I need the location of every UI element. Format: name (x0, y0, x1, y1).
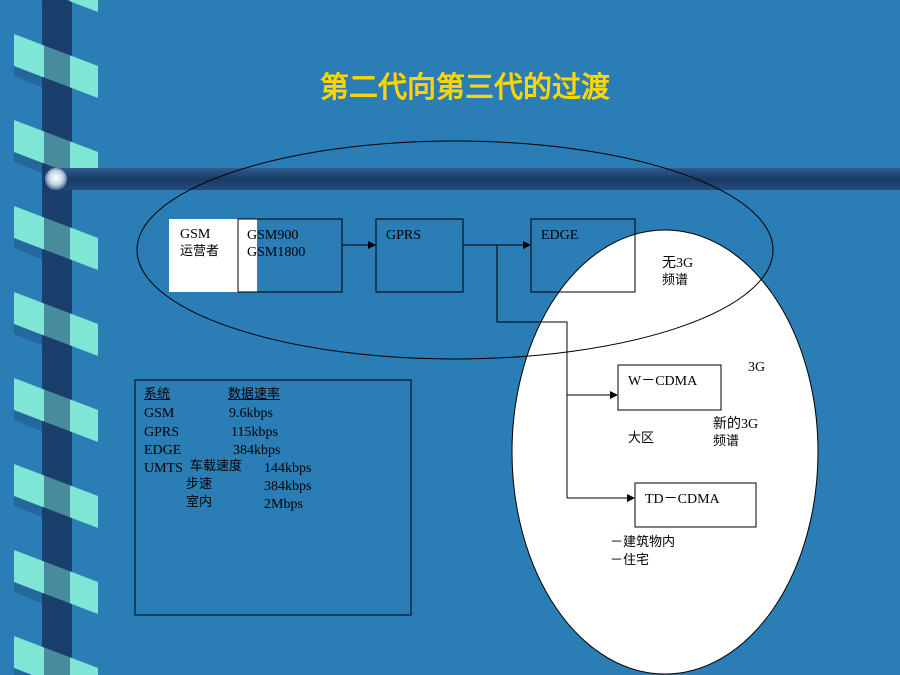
ribbon-shadow (14, 324, 44, 346)
ribbon-segment (66, 0, 98, 12)
gsm-operator-label-line2: 运营者 (180, 244, 220, 259)
umts-rate-value: 2Mbps (264, 497, 303, 512)
rate-row-value: 115kbps (231, 425, 278, 440)
ribbon-shadow (39, 0, 44, 2)
header-divider-knob (45, 168, 67, 190)
new-3g-spectrum-line2: 频谱 (713, 434, 740, 449)
ribbon-shadow (14, 66, 44, 88)
umts-rate-value: 384kbps (264, 479, 312, 494)
gprs-label: GPRS (386, 228, 422, 243)
gprs-box (375, 218, 464, 293)
ribbon-shadow (14, 668, 32, 675)
umts-system-label: UMTS (144, 461, 183, 476)
gsm-operator-label-line1: GSM (180, 227, 211, 242)
ribbon-shadow (14, 496, 44, 518)
2g-evolution-ellipse (136, 140, 774, 360)
rate-row-system: EDGE (144, 443, 182, 458)
rate-table-header-system: 系统 (144, 387, 171, 402)
gsm-operator-box (169, 219, 257, 292)
rate-row-value: 384kbps (233, 443, 281, 458)
tdcdma-box (634, 482, 757, 528)
edge-label: EDGE (541, 228, 579, 243)
umts-mode-label: 车载速度 (190, 459, 243, 474)
no-3g-spectrum-line1: 无3G (662, 256, 694, 271)
gsm-bands-box (237, 218, 343, 293)
left-decorative-band (0, 0, 100, 675)
wcdma-box (617, 364, 722, 411)
header-divider-bar (50, 168, 900, 190)
wcdma-label: W－CDMA (628, 374, 698, 389)
rate-row-system: GPRS (144, 425, 180, 440)
umts-mode-label: 步速 (186, 477, 213, 492)
tdcdma-label: TD－CDMA (645, 492, 720, 507)
edge-box (530, 218, 636, 293)
rate-row-system: GSM (144, 406, 175, 421)
indoor-building-label: －建筑物内 (610, 535, 676, 550)
macro-cell-label: 大区 (628, 431, 655, 446)
3g-region-ellipse (511, 229, 819, 675)
ribbon-shadow (14, 238, 44, 260)
umts-rate-value: 144kbps (264, 461, 312, 476)
rate-row-value: 9.6kbps (229, 406, 273, 421)
ribbon-shadow (14, 152, 44, 174)
rate-table-box (134, 379, 412, 616)
ribbon-shadow (14, 410, 44, 432)
residence-label: －住宅 (610, 553, 650, 568)
umts-mode-label: 室内 (186, 495, 213, 510)
gsm-bands-label-line2: GSM1800 (247, 245, 306, 260)
rate-table-header-rate: 数据速率 (228, 387, 281, 402)
new-3g-spectrum-line1: 新的3G (713, 417, 759, 432)
ribbon-shadow (14, 582, 44, 604)
ribbon-spine (44, 0, 70, 675)
gsm-bands-label-line1: GSM900 (247, 228, 299, 243)
flow-arrows (342, 241, 635, 502)
3g-label: 3G (748, 360, 766, 375)
no-3g-spectrum-line2: 频谱 (662, 273, 689, 288)
slide-title: 第二代向第三代的过渡 (319, 70, 610, 104)
